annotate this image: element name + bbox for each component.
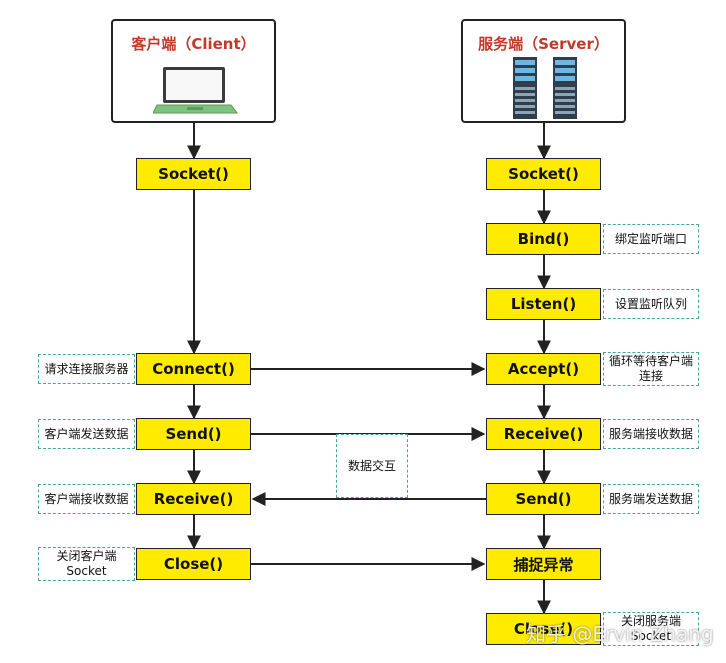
server-accept-note-line1: 循环等待客户端 (608, 354, 693, 368)
server-bind-note: 绑定监听端口 (603, 224, 699, 254)
server-accept-step: Accept() (486, 353, 601, 385)
server-bind-note-text: 绑定监听端口 (614, 231, 687, 246)
server-header: 服务端（Server） (461, 19, 626, 123)
server-accept-note-line2: 连接 (638, 369, 663, 383)
client-connect-note-text: 请求连接服务器 (44, 361, 129, 376)
server-close-note-line1: 关闭服务端 (620, 614, 681, 628)
client-connect-note: 请求连接服务器 (38, 354, 135, 384)
server-accept-note: 循环等待客户端 连接 (603, 352, 699, 386)
data-exchange-label: 数据交互 (347, 458, 396, 473)
client-close-step: Close() (136, 548, 251, 580)
server-send-note-text: 服务端发送数据 (608, 491, 693, 506)
server-receive-step: Receive() (486, 418, 601, 450)
client-title: 客户端（Client） (131, 35, 256, 53)
client-send-step: Send() (136, 418, 251, 450)
client-header: 客户端（Client） (111, 19, 276, 123)
server-listen-note-text: 设置监听队列 (614, 296, 687, 311)
client-receive-step: Receive() (136, 483, 251, 515)
data-exchange-note: 数据交互 (336, 434, 408, 498)
client-receive-note-text: 客户端接收数据 (44, 491, 129, 506)
server-receive-note-text: 服务端接收数据 (608, 426, 693, 441)
client-close-note-line1: 关闭客户端 (56, 549, 117, 563)
client-send-note: 客户端发送数据 (38, 419, 135, 449)
client-connect-step: Connect() (136, 353, 251, 385)
server-listen-note: 设置监听队列 (603, 289, 699, 319)
laptop-icon (153, 67, 238, 114)
server-close-note-line2: Socket (630, 629, 672, 643)
server-send-note: 服务端发送数据 (603, 484, 699, 514)
client-close-note-line2: Socket (66, 564, 107, 578)
server-bind-step: Bind() (486, 223, 601, 255)
client-send-note-text: 客户端发送数据 (44, 426, 129, 441)
server-close-note: 关闭服务端 Socket (603, 612, 699, 646)
server-send-step: Send() (486, 483, 601, 515)
server-exception-step: 捕捉异常 (486, 548, 601, 580)
watermark: 知乎 @Ervin Zhang (526, 622, 714, 646)
server-listen-step: Listen() (486, 288, 601, 320)
server-title: 服务端（Server） (478, 35, 609, 53)
client-close-note: 关闭客户端 Socket (38, 547, 135, 581)
client-socket-step: Socket() (136, 158, 251, 190)
server-close-step: Close() (486, 613, 601, 645)
client-receive-note: 客户端接收数据 (38, 484, 135, 514)
server-socket-step: Socket() (486, 158, 601, 190)
server-receive-note: 服务端接收数据 (603, 419, 699, 449)
server-rack-icon (513, 57, 577, 119)
